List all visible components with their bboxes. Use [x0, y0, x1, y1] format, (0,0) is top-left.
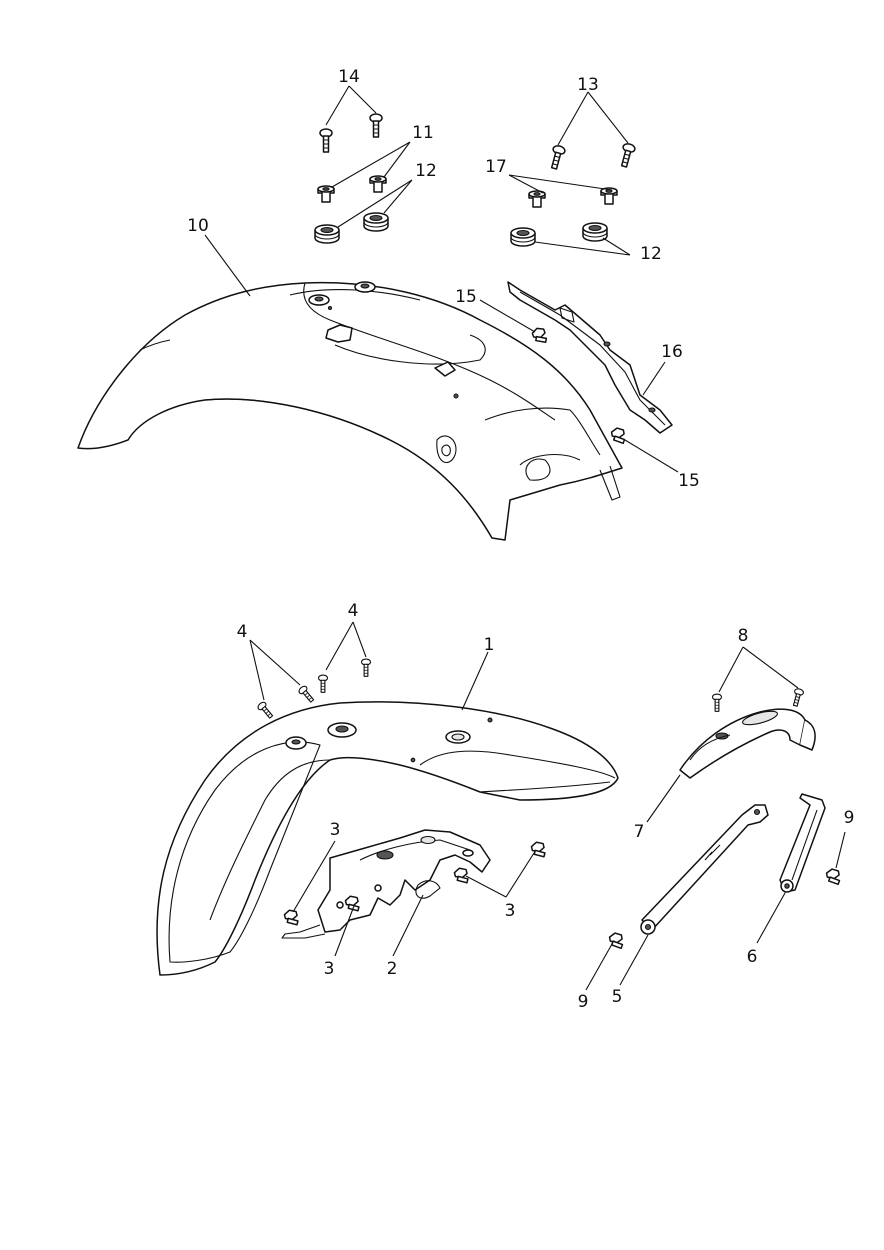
leader-lines: [204, 85, 846, 991]
rear-mudguard-assembly: [77, 113, 673, 541]
label-part-14: 14: [338, 67, 360, 87]
label-part-9-right: 9: [844, 808, 855, 828]
bolt-part-3-a: [282, 907, 301, 929]
screw-part-14-b: [369, 113, 383, 138]
screw-part-14-a: [319, 128, 333, 153]
bracket-part-16: [507, 281, 673, 434]
cover-part-7: [679, 708, 816, 779]
screw-part-4-c: [317, 674, 329, 693]
bracket-part-2: [281, 829, 491, 939]
label-part-4-left: 4: [237, 622, 248, 642]
label-part-16: 16: [661, 342, 683, 362]
screw-part-13-b: [617, 141, 637, 169]
label-part-13: 13: [577, 75, 599, 95]
screw-part-4-d: [360, 658, 372, 677]
bolt-part-3-d: [529, 839, 548, 861]
bolt-part-9-a: [608, 931, 625, 951]
screw-part-4-a: [256, 700, 276, 721]
label-part-15-bottom: 15: [678, 471, 700, 491]
label-part-10: 10: [187, 216, 209, 236]
label-part-3-top: 3: [330, 820, 341, 840]
front-mudguard-part-1: [156, 701, 619, 976]
label-part-1: 1: [484, 635, 495, 655]
label-part-3-bottom: 3: [324, 959, 335, 979]
stay-part-5: [640, 804, 769, 935]
label-part-7: 7: [634, 822, 645, 842]
label-part-2: 2: [387, 959, 398, 979]
part-labels: 14 13 11 12 17 12 10 15 16 15 4 4 1 8 3 …: [187, 67, 854, 1012]
label-part-8: 8: [738, 626, 749, 646]
label-part-12-right: 12: [640, 244, 662, 264]
label-part-9-bottom: 9: [578, 992, 589, 1012]
label-part-17: 17: [485, 157, 507, 177]
bolt-part-15-b: [610, 426, 627, 446]
screw-part-8-b: [790, 687, 805, 708]
front-mudguard-assembly: [156, 658, 842, 976]
label-part-5: 5: [612, 987, 623, 1007]
bush-part-11-b: [369, 175, 387, 193]
label-part-11: 11: [412, 123, 434, 143]
grommet-part-12-c: [510, 227, 536, 247]
label-part-3-right: 3: [505, 901, 516, 921]
bolt-part-9-b: [825, 867, 842, 887]
bush-part-17-b: [600, 187, 618, 205]
bush-part-11-a: [317, 185, 335, 203]
label-part-12-top: 12: [415, 161, 437, 181]
label-part-15-top: 15: [455, 287, 477, 307]
bolt-part-15-a: [530, 325, 549, 347]
label-part-4-right: 4: [348, 601, 359, 621]
stay-part-6: [779, 793, 826, 893]
grommet-part-12-b: [363, 212, 389, 232]
screw-part-8-a: [711, 693, 723, 712]
grommet-part-12-a: [314, 224, 340, 244]
rear-mudguard-part-10: [77, 281, 623, 541]
screw-part-4-b: [297, 684, 317, 705]
screw-part-13-a: [547, 143, 567, 171]
label-part-6: 6: [747, 947, 758, 967]
